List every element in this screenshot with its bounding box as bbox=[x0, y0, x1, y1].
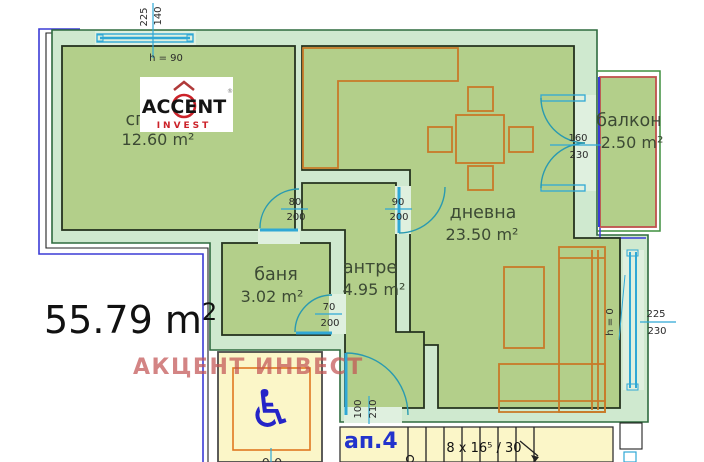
right-window bbox=[618, 249, 676, 391]
bedroom-door-height: 200 bbox=[286, 212, 305, 223]
balcony-site-line bbox=[597, 70, 661, 232]
coffee-table bbox=[503, 266, 545, 349]
rooms bbox=[61, 45, 621, 409]
right-window-dim-b: 230 bbox=[647, 326, 666, 337]
balcony bbox=[597, 70, 661, 239]
site-outline-blue bbox=[38, 28, 204, 462]
wall-pier bbox=[619, 422, 643, 450]
living-area: 23.50 m² bbox=[446, 225, 519, 244]
living-door bbox=[385, 186, 446, 234]
chair bbox=[427, 126, 453, 153]
balcony-french-door bbox=[540, 94, 601, 192]
bath-door-height: 200 bbox=[320, 318, 339, 329]
top-window-height: h = 90 bbox=[149, 53, 183, 64]
accessible-zone-floor bbox=[217, 351, 323, 462]
right-window-height: h = 0 bbox=[605, 308, 616, 335]
right-edge-details bbox=[619, 422, 643, 462]
stair-direction-arrow bbox=[519, 440, 539, 457]
hall-area: 4.95 m² bbox=[343, 280, 406, 299]
balcony-name: балкон bbox=[596, 111, 661, 131]
living-name: дневна bbox=[450, 203, 517, 223]
room-living bbox=[301, 45, 621, 409]
accessible-zone: ♿ 0.0 bbox=[217, 351, 323, 462]
kitchen-counter bbox=[302, 47, 459, 169]
bedroom-door bbox=[259, 188, 308, 232]
right-window-dim-a: 225 bbox=[646, 309, 665, 320]
entry-door bbox=[344, 352, 409, 424]
bath-area: 3.02 m² bbox=[241, 287, 304, 306]
room-labels: спалня ACCENT ® INVEST 12.60 m² дневна 2… bbox=[122, 77, 664, 306]
room-bath bbox=[221, 242, 331, 336]
elevation-mark: 0.0 bbox=[262, 457, 283, 462]
bedroom-area: 12.60 m² bbox=[122, 130, 195, 149]
stairs bbox=[405, 427, 539, 462]
balcony-floor bbox=[599, 76, 657, 228]
windows bbox=[96, 3, 676, 391]
entry-door-height: 210 bbox=[368, 399, 379, 418]
living-door-height: 200 bbox=[389, 212, 408, 223]
balcony-area: 2.50 m² bbox=[601, 133, 664, 152]
chair bbox=[508, 126, 534, 153]
top-window-dim-a: 225 bbox=[139, 7, 150, 26]
chair bbox=[467, 165, 494, 191]
logo-sub-text: INVEST bbox=[157, 121, 212, 131]
lower-window-fragment bbox=[623, 451, 637, 462]
apartment-number: ап.4 bbox=[344, 429, 398, 454]
logo-roof-icon bbox=[173, 80, 195, 91]
stairs-label: 8 x 16⁵ / 30 bbox=[446, 441, 521, 456]
doors bbox=[259, 94, 601, 424]
logo-circle-icon bbox=[171, 93, 197, 119]
bath-door bbox=[294, 294, 342, 335]
top-window-dim-b: 140 bbox=[153, 6, 164, 25]
dining-table bbox=[455, 114, 505, 164]
bath-door-width: 70 bbox=[323, 302, 336, 313]
hall-name: антре bbox=[343, 258, 397, 278]
bath-name: баня bbox=[254, 265, 298, 285]
dimension-labels: 225 140 h = 90 80 200 90 200 70 200 160 … bbox=[139, 6, 667, 418]
bedroom-window bbox=[96, 3, 194, 58]
entry-door-width: 100 bbox=[353, 399, 364, 418]
stair-start-marker bbox=[405, 454, 415, 462]
bedroom-door-width: 80 bbox=[289, 197, 302, 208]
agency-logo: ACCENT ® INVEST bbox=[140, 77, 233, 132]
logo-brand-text: ACCENT bbox=[142, 96, 226, 118]
balcony-door-height: 230 bbox=[569, 150, 588, 161]
sofa bbox=[498, 246, 606, 413]
logo-registered-mark: ® bbox=[227, 88, 233, 95]
balcony-door-width: 160 bbox=[568, 133, 587, 144]
stair-hall bbox=[339, 426, 614, 462]
chair bbox=[467, 86, 494, 112]
watermark: АКЦЕНТ ИНВЕСТ bbox=[133, 355, 364, 380]
logo-background bbox=[140, 77, 233, 132]
wheelchair-icon: ♿ bbox=[248, 380, 295, 440]
furniture bbox=[302, 47, 606, 413]
stair-hall-floor bbox=[339, 426, 614, 462]
stair-arrow-head bbox=[531, 455, 539, 462]
living-door-width: 90 bbox=[392, 197, 405, 208]
room-bedroom bbox=[61, 45, 296, 231]
total-area: 55.79 m2 bbox=[44, 298, 217, 342]
